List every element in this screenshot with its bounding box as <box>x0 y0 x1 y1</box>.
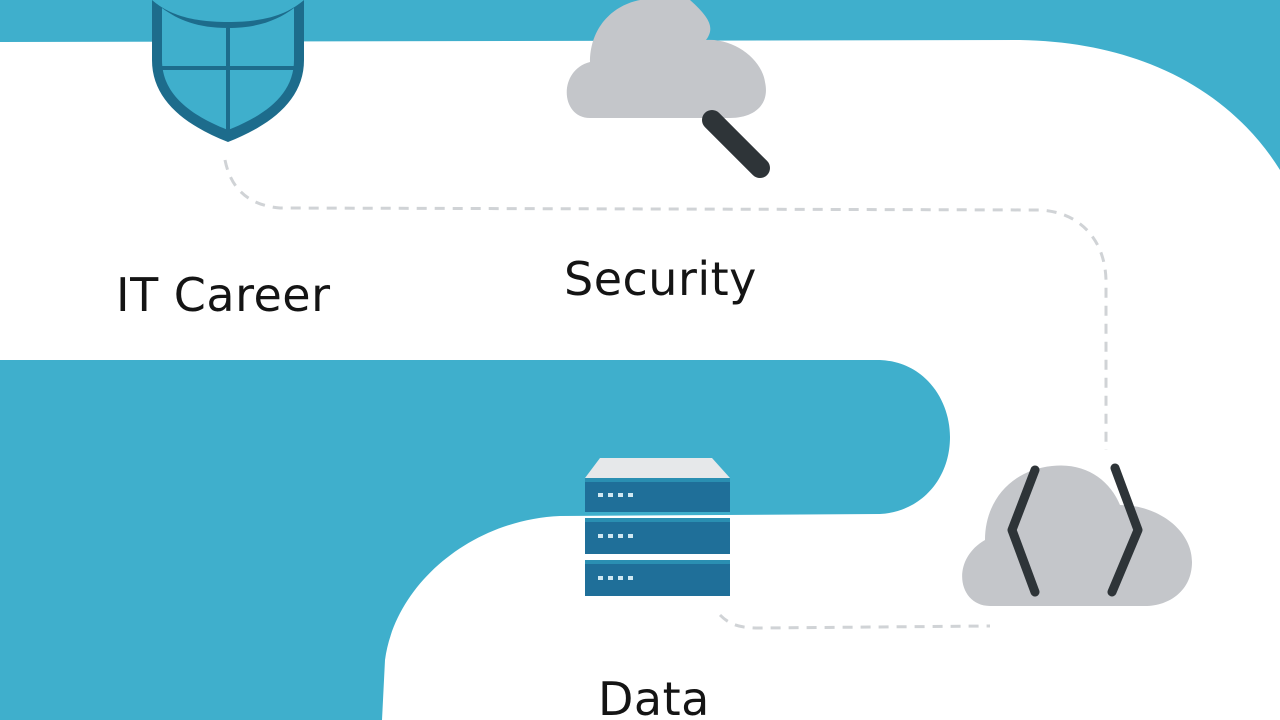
security-label: Security <box>564 252 757 306</box>
data-label: Data <box>598 672 710 720</box>
dashed-path <box>223 159 1108 450</box>
cloud-code-icon <box>962 463 1192 606</box>
shield-icon <box>152 0 304 142</box>
dashed-path-lower <box>718 613 991 630</box>
it-career-label: IT Career <box>116 268 331 322</box>
cloud-search-icon <box>566 0 770 178</box>
server-icon <box>585 458 730 596</box>
middle-band <box>0 360 950 720</box>
